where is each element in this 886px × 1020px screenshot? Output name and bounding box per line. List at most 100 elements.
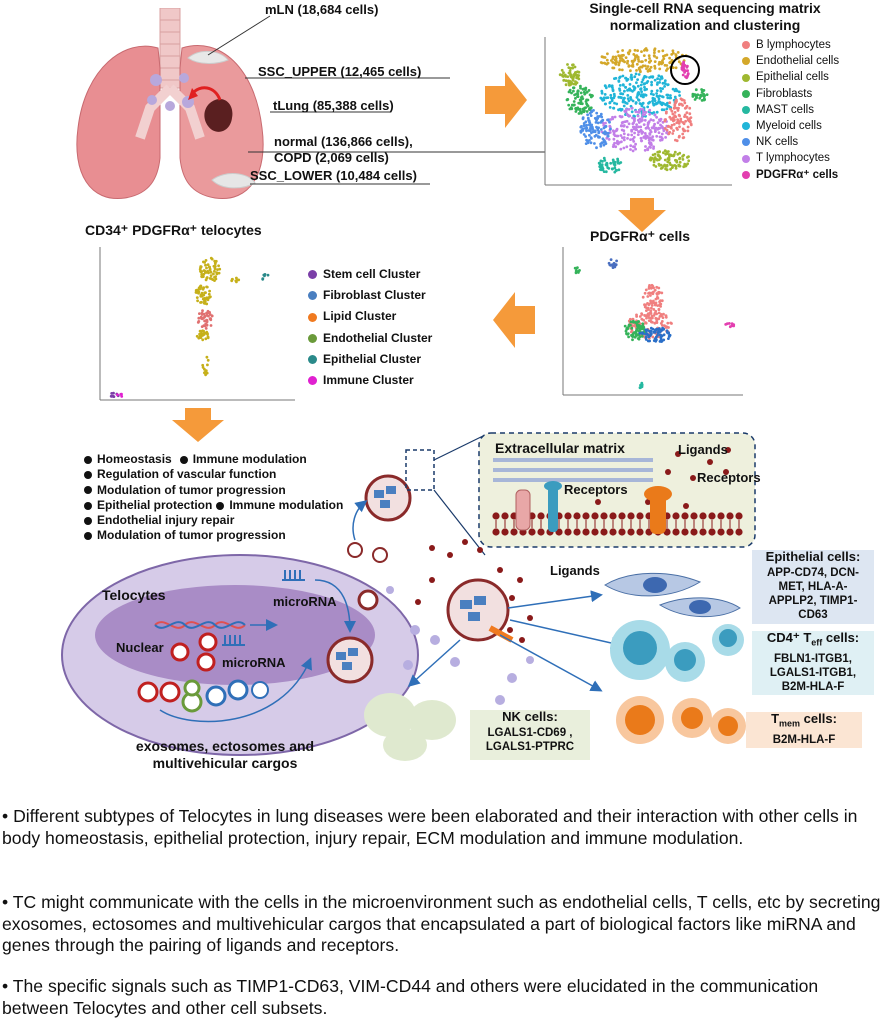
membrane-lipid [699,528,707,536]
scatter-point [660,334,664,338]
box-nk-cells: NK cells: LGALS1-CD69 , LGALS1-PTPRC [470,710,590,760]
scatter-point [209,295,212,299]
scatter-point [660,132,664,136]
scatter-point [209,256,213,260]
scatter-point [573,103,576,107]
scatter-point [622,146,626,150]
scatter-point [611,61,615,64]
scatter-point [663,127,667,130]
scatter-point [629,138,632,141]
scatter-point [204,337,208,341]
scatter-point [655,110,659,114]
scatter-point [673,111,677,114]
scatter-point [655,92,658,95]
scatter-point [631,324,634,328]
scatter-point [636,118,640,122]
scatter-point [683,101,687,105]
scatter-point [613,166,617,170]
scatter-point [637,337,641,341]
scatter-point [202,272,206,276]
scatter-point [597,161,601,165]
scatter-point [643,88,647,92]
scatter-point [613,141,616,145]
scatter-point [210,314,214,318]
scatter-point [197,320,201,323]
scatter-point [620,96,623,100]
scatter-point [647,126,650,130]
bullet-icon [84,532,92,541]
scatter-point [594,121,598,124]
scatter-point [650,126,654,130]
legend-item: Stem cell Cluster [308,264,432,285]
scatter-point [636,114,640,118]
bullet-icon [84,455,92,464]
scatter-point [202,324,206,328]
scatter-point [660,324,664,327]
scatter-point [649,299,652,303]
scatter-point [647,138,651,142]
legend-item: Myeloid cells [742,118,839,134]
scatter-point [728,325,732,329]
scatter-point [651,135,655,138]
scatter-point [647,292,650,295]
scatter-point [694,93,698,97]
label-normal: normal (136,866 cells), [274,134,413,149]
scatter-point [612,131,616,134]
bullet-icon [84,516,92,525]
scatter-point [652,54,656,57]
scatter-point [603,93,607,96]
legend-item: PDGFRα⁺ cells [742,167,839,183]
scatter-point [618,84,622,87]
scatter-point [625,326,629,330]
scatter-point [261,277,265,281]
scatter-point [676,51,680,54]
scatter-point [651,327,655,331]
scatter-point [676,128,679,131]
scatter-point [630,133,634,137]
scatter-point [629,323,632,327]
scatter-point [687,159,691,163]
scatter-point [631,59,635,63]
scatter-point [628,114,632,118]
legend-swatch [742,122,750,131]
scatter-point [614,76,618,80]
scatter-point [601,98,605,102]
scatter-point [618,107,622,111]
scatter-point [653,51,656,55]
scatter-point [667,337,670,340]
scatter-point [703,94,707,97]
scatter-point [201,338,205,342]
scatter-point [616,50,620,54]
scatter-point [207,271,210,275]
scatter-point [199,301,202,304]
scatter-point [200,272,204,276]
scatter-point [641,324,645,328]
scatter-point [671,49,675,53]
scatter-point [631,122,635,126]
scatter-point [643,132,647,135]
scatter-point [585,90,589,94]
scatter-point [656,77,659,80]
scatter-point [650,301,654,305]
scatter-point [235,280,238,284]
scatter-point [571,66,575,70]
scatter-point [669,117,673,121]
legend-item: T lymphocytes [742,150,839,166]
scatter-point [654,297,658,301]
membrane-lipid [717,528,725,536]
scatter-point [668,101,672,105]
scatter-point [644,288,648,292]
scatter-point [679,117,683,121]
scatter-point [585,129,588,133]
scatter-point [601,118,605,122]
scatter-point [566,75,570,78]
scatter-point [622,124,626,128]
scatter-point [673,106,676,109]
scatter-point [655,320,659,323]
scatter-point [203,319,206,323]
scatter-point [583,92,587,95]
summary-paragraph: • The specific signals such as TIMP1-CD6… [2,976,819,1018]
scatter-point [207,311,211,314]
scatter-point [682,129,686,133]
scatter-point [641,130,645,134]
